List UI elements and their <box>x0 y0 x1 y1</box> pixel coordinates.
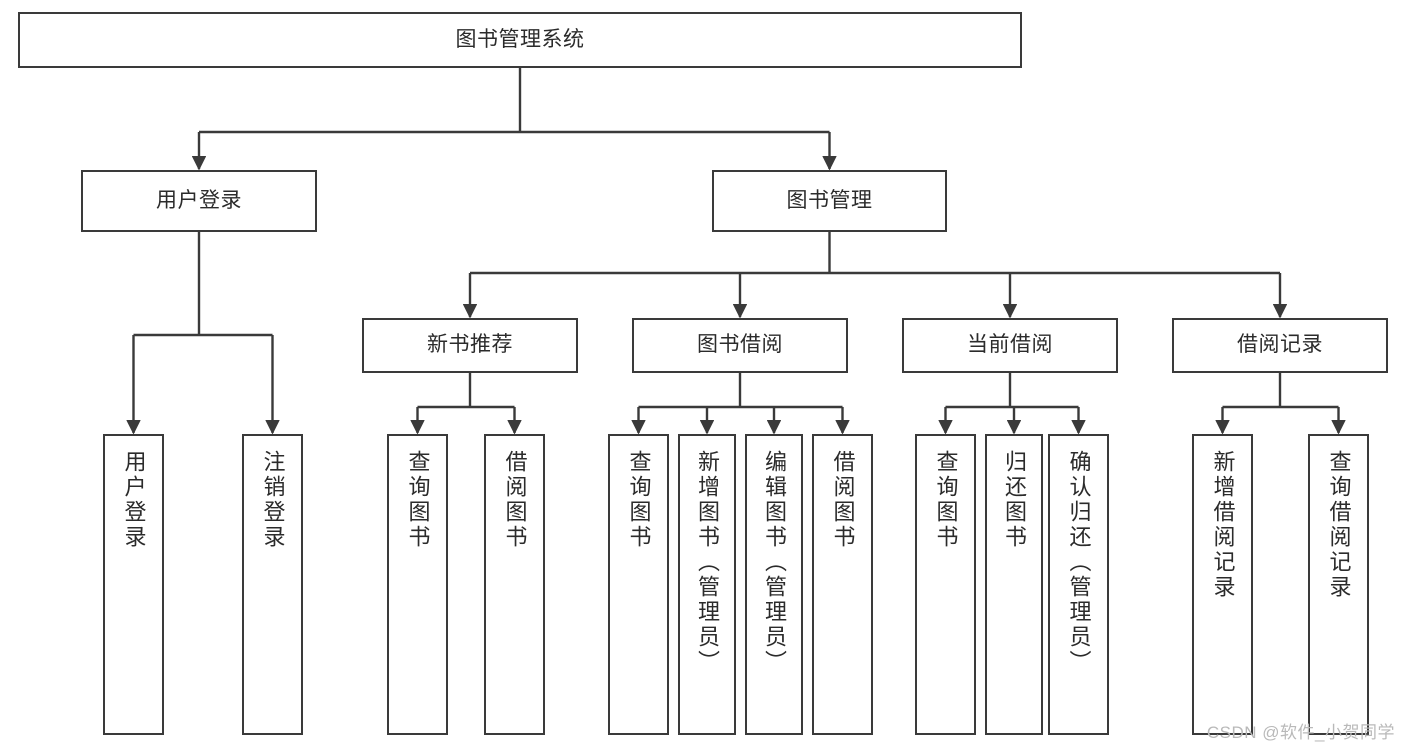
leaf-logout[interactable]: 注销登录 <box>242 434 303 735</box>
node-label: 查询图书 <box>933 450 959 550</box>
leaf-query-book-2[interactable]: 查询图书 <box>608 434 669 735</box>
node-label: 归还图书 <box>1002 450 1027 550</box>
node-label: 借阅记录 <box>1237 333 1323 357</box>
leaf-return-book[interactable]: 归还图书 <box>985 434 1043 735</box>
node-label: 当前借阅 <box>967 333 1053 357</box>
node-label: 注销登录 <box>260 450 286 550</box>
leaf-borrow-book-1[interactable]: 借阅图书 <box>484 434 545 735</box>
node-label: 编辑图书（管理员） <box>762 450 787 675</box>
node-label: 用户登录 <box>121 450 147 550</box>
node-label: 查询图书 <box>405 450 431 550</box>
leaf-add-borrow-record[interactable]: 新增借阅记录 <box>1192 434 1253 735</box>
node-new-book-recommendation[interactable]: 新书推荐 <box>362 318 578 373</box>
node-root[interactable]: 图书管理系统 <box>18 12 1022 68</box>
leaf-borrow-book-2[interactable]: 借阅图书 <box>812 434 873 735</box>
node-book-borrow[interactable]: 图书借阅 <box>632 318 848 373</box>
node-borrow-record[interactable]: 借阅记录 <box>1172 318 1388 373</box>
node-label: 借阅图书 <box>502 450 528 550</box>
node-label: 图书管理系统 <box>455 27 585 51</box>
node-label: 新增借阅记录 <box>1210 450 1236 600</box>
node-label: 用户登录 <box>156 188 242 212</box>
node-label: 确认归还（管理员） <box>1066 450 1092 675</box>
node-current-borrow[interactable]: 当前借阅 <box>902 318 1118 373</box>
node-label: 图书借阅 <box>697 333 783 357</box>
node-label: 新增图书（管理员） <box>695 450 720 675</box>
leaf-user-login[interactable]: 用户登录 <box>103 434 164 735</box>
leaf-query-book-1[interactable]: 查询图书 <box>387 434 448 735</box>
leaf-add-book[interactable]: 新增图书（管理员） <box>678 434 736 735</box>
leaf-confirm-return[interactable]: 确认归还（管理员） <box>1048 434 1109 735</box>
node-label: 新书推荐 <box>427 333 513 357</box>
node-label: 查询借阅记录 <box>1326 450 1352 600</box>
watermark: CSDN @软件_小贺同学 <box>1206 723 1395 742</box>
node-label: 查询图书 <box>626 450 652 550</box>
leaf-query-book-3[interactable]: 查询图书 <box>915 434 976 735</box>
node-user-login[interactable]: 用户登录 <box>81 170 317 232</box>
node-label: 借阅图书 <box>830 450 856 550</box>
leaf-query-borrow-record[interactable]: 查询借阅记录 <box>1308 434 1369 735</box>
node-book-manage[interactable]: 图书管理 <box>712 170 947 232</box>
node-label: 图书管理 <box>786 188 873 212</box>
leaf-edit-book[interactable]: 编辑图书（管理员） <box>745 434 803 735</box>
